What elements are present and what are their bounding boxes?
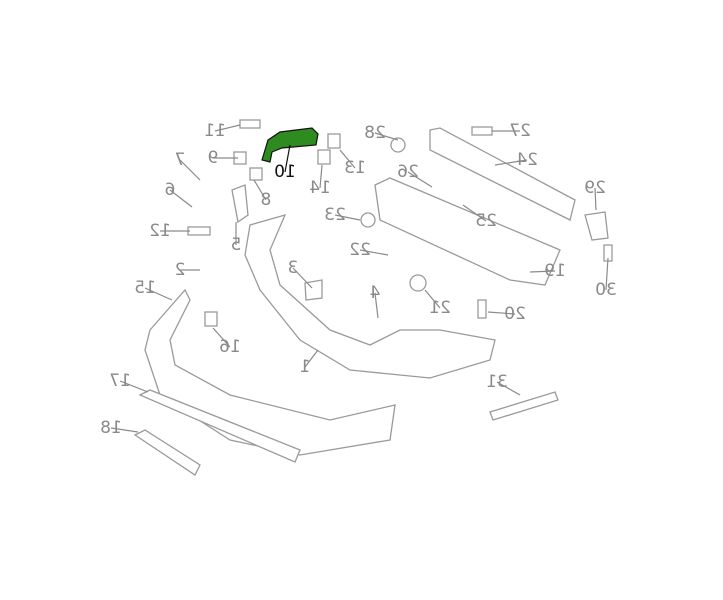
- bolt-12: [187, 226, 211, 236]
- leader-line-28: [374, 132, 399, 141]
- part-label-4: 4: [370, 283, 381, 303]
- bolt-20: [477, 299, 487, 319]
- leader-line-21: [424, 289, 441, 309]
- leader-line-20: [487, 311, 516, 315]
- bolt-11: [239, 119, 261, 129]
- leader-line-3: [292, 267, 313, 289]
- part-label-16: 16: [219, 337, 241, 357]
- leader-line-8: [253, 179, 267, 201]
- part-label-25: 25: [475, 211, 497, 231]
- nut-28: [390, 137, 406, 153]
- part-label-1: 1: [300, 357, 311, 377]
- leader-line-15: [144, 287, 173, 301]
- part-label-18: 18: [100, 418, 122, 438]
- bumper-cover-upper: [244, 213, 496, 379]
- leader-line-4: [374, 292, 379, 319]
- parts-outlines: [133, 119, 613, 476]
- leader-line-14: [319, 164, 323, 189]
- leader-line-6: [169, 189, 193, 208]
- leader-line-22: [359, 249, 389, 256]
- leader-line-16: [212, 327, 231, 348]
- reflector-strip: [489, 391, 559, 421]
- leader-line-10: [284, 144, 291, 173]
- part-label-5: 5: [231, 235, 242, 255]
- part-label-26: 26: [397, 162, 419, 182]
- leader-line-29: [594, 187, 597, 211]
- part-label-29: 29: [584, 178, 606, 198]
- bumper-cover-lower: [144, 288, 396, 456]
- clip-8: [249, 167, 263, 181]
- part-label-8: 8: [261, 190, 272, 210]
- part-label-28: 28: [364, 123, 386, 143]
- part-label-15: 15: [134, 278, 156, 298]
- impact-absorber: [374, 177, 561, 286]
- part-label-6: 6: [165, 180, 176, 200]
- nut-21: [409, 274, 427, 292]
- reinforcement-beam: [429, 127, 576, 221]
- part-label-13: 13: [344, 158, 366, 178]
- clip-14: [317, 149, 331, 165]
- lower-trim: [133, 429, 201, 476]
- bracket-5: [231, 184, 249, 224]
- leader-line-1: [304, 349, 319, 368]
- nut-23: [360, 212, 376, 228]
- part-label-2: 2: [175, 260, 186, 280]
- part-label-17: 17: [109, 371, 131, 391]
- part-label-20: 20: [504, 304, 526, 324]
- leader-line-17: [119, 380, 149, 393]
- part-label-24: 24: [516, 150, 538, 170]
- leader-line-23: [334, 214, 361, 221]
- part-label-27: 27: [509, 121, 531, 141]
- leader-line-19: [529, 270, 556, 273]
- bolt-27: [471, 126, 493, 136]
- part-label-10: 10: [274, 162, 296, 182]
- leader-line-26: [407, 171, 433, 188]
- part-label-23: 23: [324, 205, 346, 225]
- leader-line-11: [214, 124, 241, 132]
- bracket-29: [584, 211, 609, 241]
- part-label-11: 11: [204, 121, 226, 141]
- part-label-21: 21: [429, 298, 451, 318]
- part-label-14: 14: [309, 178, 331, 198]
- leader-line-13: [339, 149, 356, 169]
- clip-16: [204, 311, 218, 327]
- leader-line-24: [494, 159, 528, 166]
- part-label-3: 3: [288, 258, 299, 278]
- part-label-22: 22: [349, 240, 371, 260]
- leader-line-18: [110, 427, 139, 433]
- leader-line-7: [179, 159, 201, 181]
- part-label-12: 12: [149, 221, 171, 241]
- leader-line-25: [462, 204, 487, 222]
- part-label-9: 9: [208, 148, 219, 168]
- leader-line-31: [496, 381, 521, 396]
- part-label-31: 31: [486, 372, 508, 392]
- part-label-19: 19: [544, 261, 566, 281]
- part-label-7: 7: [175, 150, 186, 170]
- leader-line-30: [605, 257, 609, 291]
- part-label-30: 30: [595, 280, 617, 300]
- clip-13: [327, 133, 341, 149]
